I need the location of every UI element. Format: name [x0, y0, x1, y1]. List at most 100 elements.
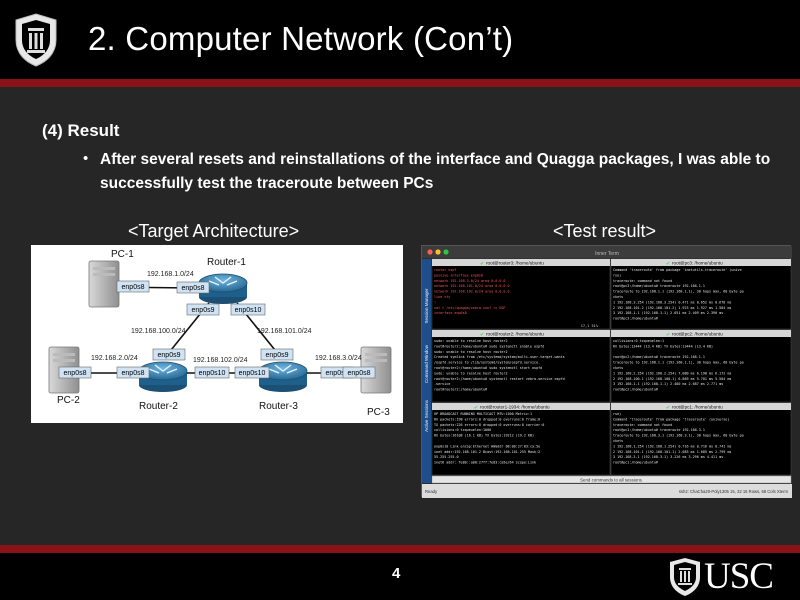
if-router1-left: enp0s9	[192, 307, 215, 314]
usc-seal-icon	[670, 558, 700, 596]
close-dot-icon[interactable]	[427, 249, 433, 255]
terminal-line: sudo: unable to resolve host router2	[434, 371, 508, 375]
terminal-line: inet6 addr: fe80::a00:27ff:fe83:ca5e/64 …	[434, 461, 536, 465]
maximize-dot-icon[interactable]	[443, 249, 449, 255]
pane-title-router3[interactable]: root@router3: /home/ubuntu	[486, 261, 544, 266]
pane-title-pc1[interactable]: root@pc1: /home/ubuntu	[672, 405, 723, 410]
side-tab-active-sessions[interactable]: Active Sessions	[424, 399, 429, 432]
caption-target-architecture: <Target Architecture>	[128, 221, 300, 241]
terminal-line: network 192.168.3.0/24 area 0.0.0.0	[434, 279, 505, 283]
terminal-line: traceroute to 192.168.1.1 (192.168.1.1),…	[613, 290, 744, 294]
terminal-line: inet addr:192.168.101.2 Bcast:192.168.10…	[434, 450, 540, 454]
if-pc2: enp0s8	[64, 370, 87, 377]
side-tab-session-manager[interactable]: Session Manager	[424, 288, 429, 324]
terminal-line: root@router2:/home/ubuntu# systemctl res…	[434, 377, 565, 381]
terminal-line: rse)	[613, 273, 621, 277]
slide-footer	[0, 553, 800, 600]
terminal-line: Created symlink from /etc/systemd/system…	[434, 355, 565, 359]
terminal-line: 3 192.168.1.1 (192.168.1.1) 2.480 ms 2.6…	[613, 382, 723, 386]
terminal-line: RX bytes:16108 (16.1 KB) TX bytes:19212 …	[434, 434, 534, 438]
terminal-line: 1 192.168.2.254 (192.168.2.254) 7.080 ms…	[613, 371, 731, 375]
header-rule	[0, 79, 800, 87]
terminal-line: network 192.168.101.0/24 area 0.0.0.0	[434, 284, 510, 288]
label-pc2: PC-2	[57, 395, 80, 406]
subnet-pc3: 192.168.3.0/24	[315, 355, 362, 362]
label-pc3: PC-3	[367, 407, 390, 418]
pane-check-icon: ✔	[666, 261, 670, 267]
minimize-dot-icon[interactable]	[435, 249, 441, 255]
terminal-line: 55.255.255.0	[434, 455, 459, 459]
terminal-line: root@pc3:/home/ubuntu#	[613, 317, 659, 321]
terminal-line: 3 192.168.3.1 (192.168.3.1) 3.226 ms 3.2…	[613, 455, 723, 459]
terminal-line: ckets	[613, 295, 623, 299]
terminal-line: !	[434, 300, 436, 304]
terminal-line: sudo: unable to resolve host router2	[434, 339, 508, 343]
terminal-line: traceroute: command not found	[613, 279, 672, 283]
terminal-line: interface enp0s8	[434, 311, 467, 315]
terminal-line: traceroute: command not found	[613, 423, 672, 427]
router3-icon	[258, 361, 308, 392]
terminal-line: 2 192.168.101.2 (192.168.101.2) 1.923 ms…	[613, 306, 731, 310]
pane-check-icon: ✔	[480, 332, 484, 338]
terminal-line: traceroute to 192.168.3.1 (192.168.3.1),…	[613, 434, 744, 438]
if-pc1: enp0s8	[122, 284, 145, 291]
subnet-r1-r3: 192.168.101.0/24	[257, 328, 312, 335]
terminal-line: cat > /etc/quagga/zebra.conf << EOF	[434, 306, 505, 310]
university-seal-icon	[15, 13, 57, 67]
if-router3-right: enp0s8	[326, 370, 349, 377]
if-router2-left: enp0s8	[122, 370, 145, 377]
label-pc1: PC-1	[111, 249, 134, 260]
terminal-line: line vty	[434, 295, 450, 299]
pane-title-pc2[interactable]: root@pc2: /home/ubuntu	[672, 332, 723, 337]
pane-title-router2[interactable]: root@router2: /home/ubuntu	[486, 332, 544, 337]
terminal-line: sudo: unable to resolve host router2	[434, 350, 508, 354]
label-router2: Router-2	[139, 401, 178, 412]
terminal-line: network 192.168.102.0/24 area 0.0.0.0	[434, 290, 510, 294]
pane-check-icon: ✔	[666, 332, 670, 338]
network-diagram: enp0s8 enp0s8 enp0s9 enp0s10 enp0s9 enp0…	[31, 245, 403, 423]
terminal-title: Inner Term	[595, 251, 619, 257]
pane-title-router1[interactable]: root@router1-1934: /home/ubuntu	[480, 405, 550, 410]
if-router3-left: enp0s10	[239, 370, 266, 377]
terminal-line: Command 'traceroute' from package 'trace…	[613, 417, 729, 421]
terminal-line: passive-interface enp0s8	[434, 273, 483, 277]
terminal-line: rse)	[613, 412, 621, 416]
if-pc3: enp0s8	[348, 370, 371, 377]
terminal-line: collisions:0 txqueuelen:1000	[434, 428, 491, 432]
terminal-line: UP BROADCAST RUNNING MULTICAST MTU:1500 …	[434, 412, 532, 416]
terminal-line: 1 192.168.3.254 (192.168.3.254) 0.471 ms…	[613, 300, 731, 304]
terminal-line: collisions:0 txqueuelen:1	[613, 339, 664, 343]
slide-title: 2. Computer Network (Con’t)	[88, 20, 514, 57]
terminal-line: root@router2:/home/ubuntu# sudo systemct…	[434, 366, 542, 370]
pane-check-icon: ✔	[480, 261, 484, 267]
terminal-screenshot: Inner Term Session Manager Command Windo…	[421, 245, 792, 498]
terminal-line: Command 'traceroute' from package 'inetu…	[613, 268, 742, 272]
router2-icon	[138, 361, 188, 392]
terminal-line: .service	[434, 382, 450, 386]
terminal-line: 3 192.168.1.1 (192.168.1.1) 2.651 ms 2.4…	[613, 311, 723, 315]
terminal-svg: Inner Term Session Manager Command Windo…	[422, 246, 792, 498]
send-commands-bar[interactable]	[431, 475, 792, 484]
footer-rule	[0, 545, 800, 553]
label-router1: Router-1	[207, 257, 246, 268]
terminal-line: /ospfd.service to /lib/systemd/system/os…	[434, 361, 540, 365]
terminal-line: root@pc2:/home/ubuntu#	[613, 388, 659, 392]
subnet-pc2: 192.168.2.0/24	[91, 355, 138, 362]
network-diagram-svg: enp0s8 enp0s8 enp0s9 enp0s10 enp0s9 enp0…	[48, 249, 392, 418]
bullet-mark: •	[83, 150, 89, 167]
send-commands-label: Send commands to all sessions	[580, 477, 643, 482]
subnet-r1-r2: 192.168.100.0/24	[131, 328, 186, 335]
terminal-line: RX packets:198 errors:0 dropped:0 overru…	[434, 417, 540, 421]
terminal-line: root@pc1:/home/ubuntu# traceroute 192.16…	[613, 428, 705, 432]
pane-title-pc3[interactable]: root@pc3: /home/ubuntu	[672, 261, 723, 266]
if-router1-right: enp0s10	[235, 307, 262, 314]
terminal-line: TX packets:226 errors:0 dropped:0 overru…	[434, 423, 544, 427]
side-tab-command-window[interactable]: Command Window	[424, 344, 429, 383]
terminal-line: root@pc2:/home/ubuntu# traceroute 192.16…	[613, 355, 705, 359]
side-tab-strip	[422, 259, 431, 483]
if-router3-top: enp0s9	[266, 352, 289, 359]
terminal-line: root@router2:/home/ubuntu# sudo systemct…	[434, 344, 544, 348]
terminal-line: ckets	[613, 439, 623, 443]
page-number: 4	[392, 565, 401, 582]
